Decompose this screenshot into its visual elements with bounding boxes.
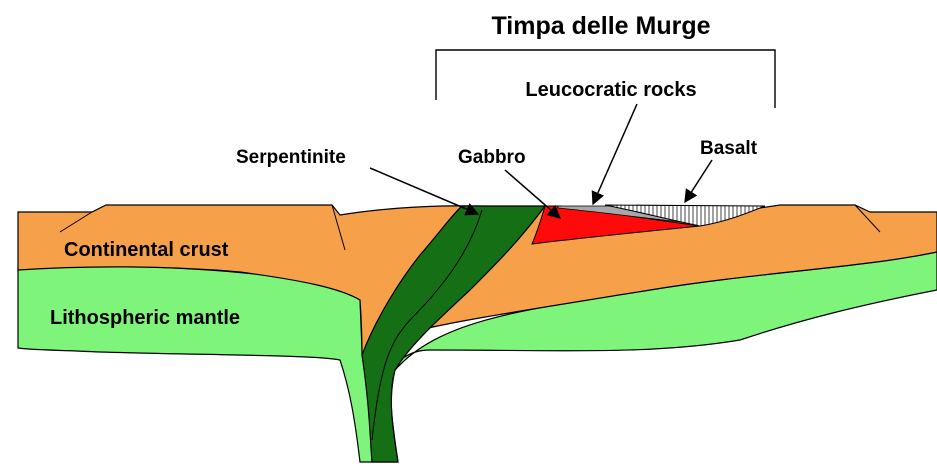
- serpentinite-label: Serpentinite: [236, 147, 346, 168]
- basalt-arrow: [685, 160, 712, 202]
- gabbro-label: Gabbro: [458, 147, 526, 168]
- lithospheric-mantle-label: Lithospheric mantle: [50, 307, 240, 329]
- diagram-title: Timpa delle Murge: [491, 12, 710, 40]
- leucocratic-arrow: [593, 104, 637, 204]
- basalt-label: Basalt: [700, 138, 758, 159]
- leucocratic-rocks-label: Leucocratic rocks: [525, 79, 696, 101]
- continental-crust-label: Continental crust: [64, 239, 229, 261]
